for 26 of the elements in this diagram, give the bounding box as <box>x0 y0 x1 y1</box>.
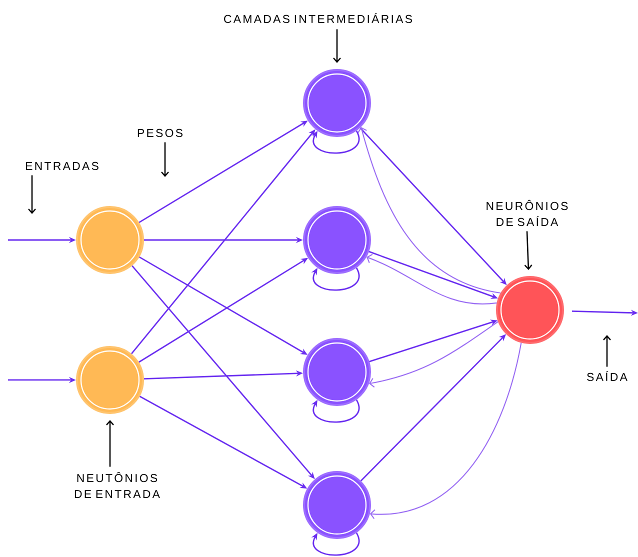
neuron-circle <box>303 471 371 539</box>
neuron-circle <box>303 69 371 137</box>
pointer-arrow <box>106 420 114 467</box>
node-label: NEURÔNIOS DE SAÍDA <box>486 200 568 226</box>
neuron-circle <box>303 338 371 406</box>
neuron-circle <box>496 276 564 344</box>
feedback-arrow <box>370 342 522 519</box>
feedback-arrow <box>366 254 497 304</box>
pointer-arrow <box>161 142 169 177</box>
pointer-arrow <box>28 175 36 214</box>
loop-arrow <box>311 400 360 423</box>
loop-arrow <box>311 532 360 556</box>
pointer-arrow <box>333 29 341 63</box>
pointer-arrow <box>603 334 611 367</box>
feedback-arrow <box>368 321 498 388</box>
node-label: SAÍDA <box>587 370 628 382</box>
neuron-circle <box>76 346 144 414</box>
neuron-circle <box>303 206 371 274</box>
node-label: ENTRADAS <box>26 162 98 170</box>
node-label: PESOS <box>138 128 182 138</box>
pointer-arrow <box>524 231 532 270</box>
node-label: NEUTÔNIOS DE ENTRADA <box>74 472 160 498</box>
loop-arrow <box>311 268 360 291</box>
neuron-circle <box>76 206 144 274</box>
loop-arrow <box>311 130 360 154</box>
node-label: CAMADAS INTERMEDIÁRIAS <box>224 12 412 24</box>
